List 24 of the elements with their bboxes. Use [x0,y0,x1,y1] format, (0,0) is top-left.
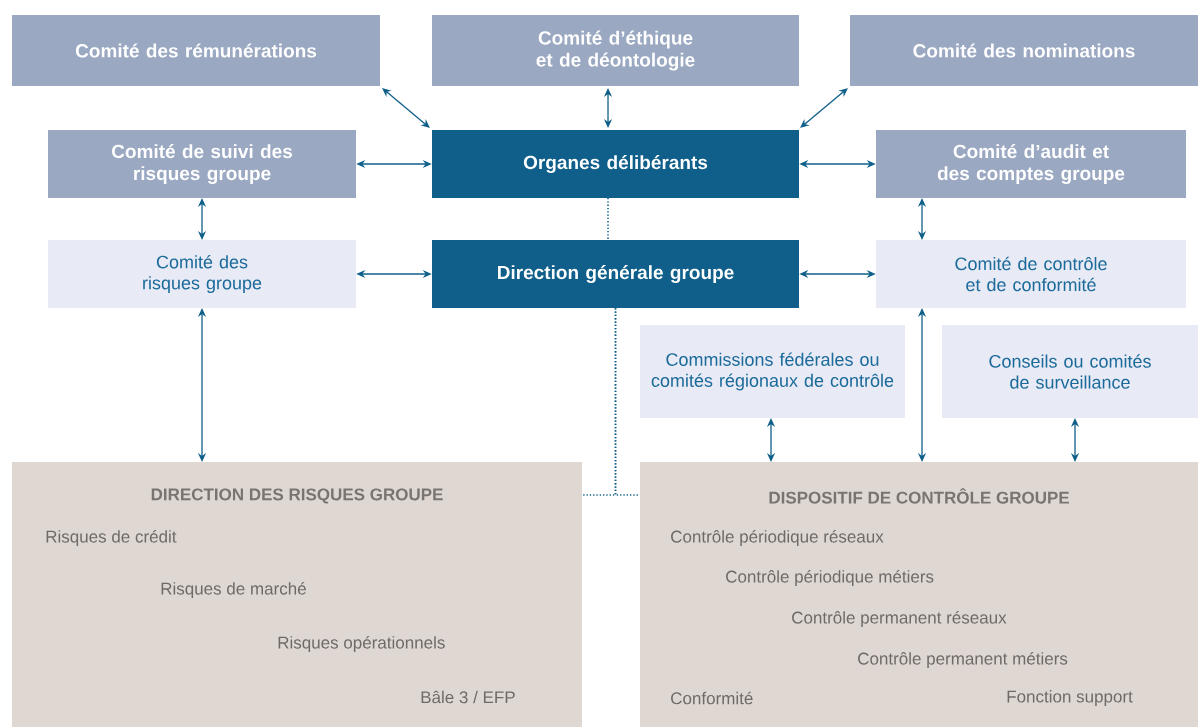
node-box: Comité de suivi des risques groupe [48,130,356,198]
panel-box: DISPOSITIF DE CONTRÔLE GROUPE Contrôle périodique réseaux Contrôle périodique métiers Contrôle permanent réseaux Contrôle permanent métiers Conformité Fonction support [640,462,1198,727]
arrow [917,308,927,462]
node-box: Organes délibérants [432,130,799,198]
arrow [197,308,207,462]
connector-line [607,197,609,241]
node-box: Comité des risques groupe [48,240,356,308]
node-box: Comité de contrôle et de conformité [876,240,1186,308]
arrow [1070,418,1080,462]
panel-box: DIRECTION DES RISQUES GROUPE Risques de crédit Risques de marché Risques opérationnels Bâle 3 / EFP [12,462,582,727]
arrow [603,88,613,128]
node-box: Direction générale groupe [432,240,799,308]
arrow [382,88,430,128]
arrow [197,198,207,240]
node-box: Comité d’éthique et de déontologie [432,15,799,86]
node-box: Comité des rémunérations [12,15,380,86]
arrow [766,418,776,462]
node-box: Conseils ou comités de surveillance [942,325,1198,418]
arrow [800,88,848,128]
node-box: Comité d’audit et des comptes groupe [876,130,1186,198]
node-box: Comité des nominations [850,15,1198,86]
node-box: Commissions fédérales ou comités régionaux de contrôle [640,325,905,418]
arrow [917,198,927,240]
connector-line [614,307,641,496]
